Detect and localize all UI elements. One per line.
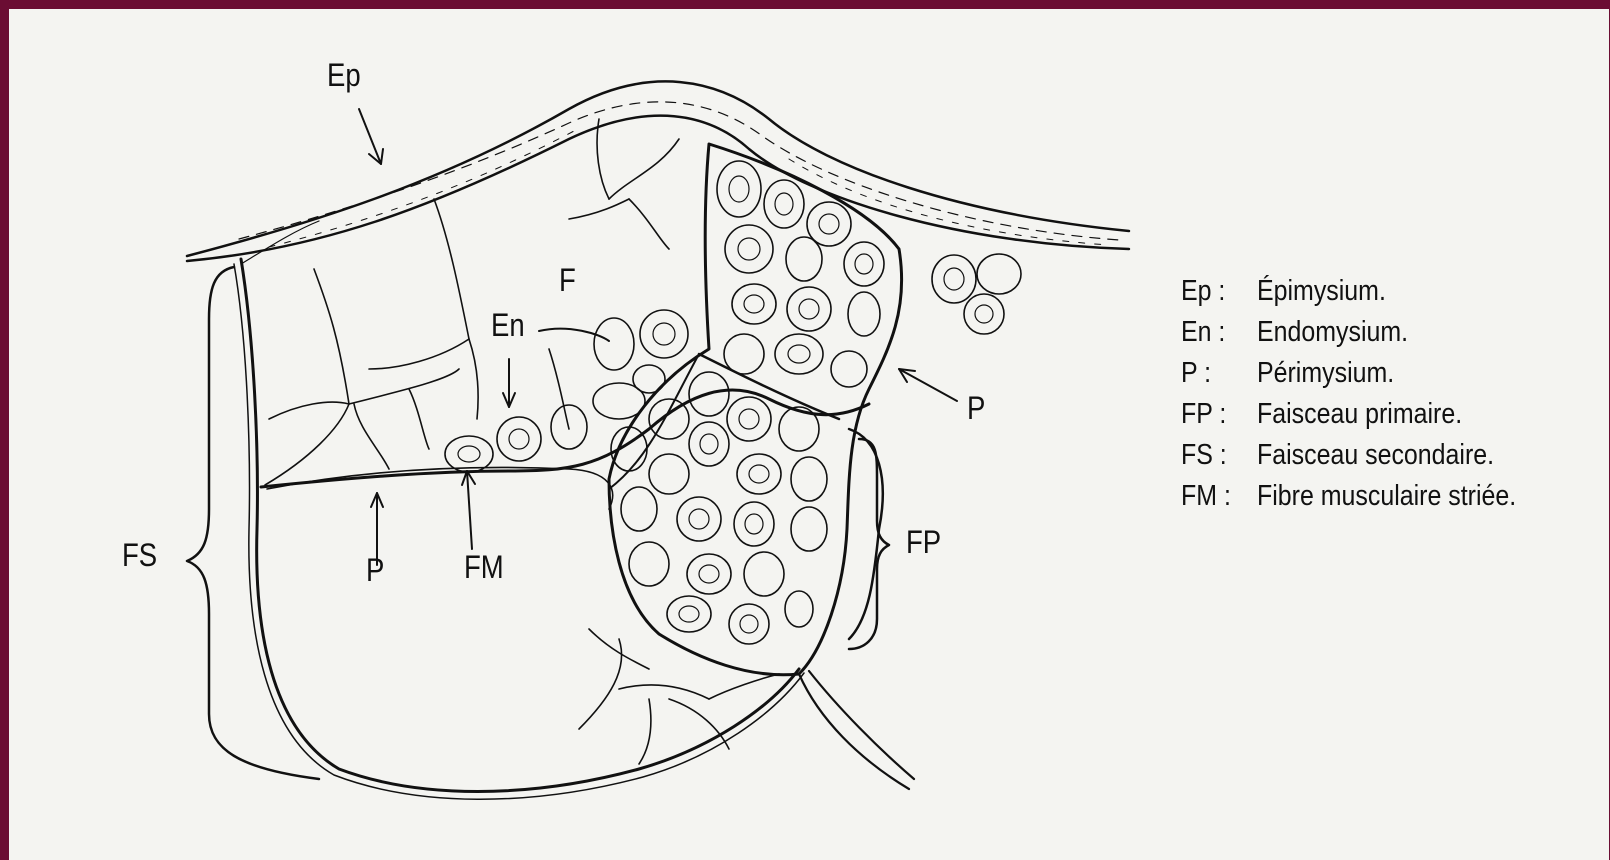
legend-desc: Faisceau secondaire. [1257, 439, 1494, 472]
legend-abbr: En : [1181, 316, 1246, 349]
legend-desc: Fibre musculaire striée. [1257, 480, 1516, 513]
label-perimysium-right: P [967, 392, 985, 424]
legend-item: Ep : Épimysium. [1181, 271, 1558, 312]
legend-abbr: FP : [1181, 398, 1246, 431]
label-fiber: F [559, 264, 576, 296]
legend-item: FM : Fibre musculaire striée. [1181, 476, 1558, 517]
legend-abbr: Ep : [1181, 275, 1246, 308]
legend-desc: Périmysium. [1257, 357, 1394, 390]
legend-item: En : Endomysium. [1181, 312, 1558, 353]
label-secondary-bundle: FS [122, 539, 157, 571]
label-epimysium: Ep [327, 59, 361, 91]
label-arrows [359, 109, 957, 565]
label-endomysium: En [491, 309, 525, 341]
label-muscle-fiber: FM [464, 551, 504, 583]
label-perimysium-bottom: P [366, 554, 384, 586]
legend-desc: Endomysium. [1257, 316, 1408, 349]
tendon-tail [799, 674, 909, 789]
muscle-fiber-cells [445, 161, 1021, 644]
legend-abbr: FS : [1181, 439, 1246, 472]
legend-item: FS : Faisceau secondaire. [1181, 435, 1558, 476]
legend-desc: Épimysium. [1257, 275, 1386, 308]
legend-item: FP : Faisceau primaire. [1181, 394, 1558, 435]
legend-abbr: P : [1181, 357, 1246, 390]
legend-abbr: FM : [1181, 480, 1246, 513]
legend-item: P : Périmysium. [1181, 353, 1558, 394]
fs-brace [187, 267, 319, 779]
diagram-canvas: Ep F En FS P FM P FP Ep : Épimysium. En … [9, 9, 1609, 860]
lower-right-network [579, 629, 779, 764]
label-primary-bundle: FP [906, 526, 941, 558]
legend-desc: Faisceau primaire. [1257, 398, 1462, 431]
legend: Ep : Épimysium. En : Endomysium. P : Pér… [1181, 271, 1558, 517]
perimysium-septum [261, 390, 869, 487]
fp-brace [849, 439, 889, 649]
